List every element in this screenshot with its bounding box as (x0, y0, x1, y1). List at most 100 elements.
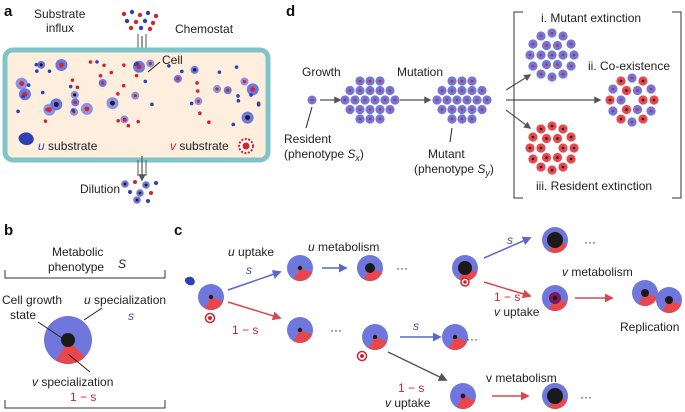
resident-cell (646, 106, 656, 116)
v-spec-pointer (67, 353, 91, 373)
one-minus-s-bottom: 1 − s (398, 381, 424, 395)
mutant-cell (649, 95, 659, 105)
dilution-cell (142, 181, 150, 189)
resident-cell (345, 85, 355, 96)
u-substrate-dot (95, 60, 99, 64)
mutant-cell (541, 133, 552, 144)
cell-growth-label-1: Cell growth (2, 293, 62, 307)
resident-cell (558, 50, 568, 60)
cell-core (378, 108, 382, 111)
cell-core (641, 98, 645, 102)
upper-right-v-arrow (483, 281, 532, 299)
cell-core (358, 89, 362, 92)
u-substrate-dot (124, 18, 130, 24)
resident-pointer (305, 106, 313, 129)
cell-core (465, 98, 469, 102)
resident-cell (482, 95, 492, 105)
cell-core (136, 64, 142, 70)
u-substrate-dot (145, 10, 151, 16)
cell-core (176, 77, 180, 81)
u-substrate-dot (128, 190, 132, 194)
resident-cell (472, 95, 482, 105)
chemostat-cell (50, 98, 63, 111)
resident-cell (375, 76, 385, 86)
substrate-influx-label-1: Substrate (34, 7, 86, 21)
cell-core (378, 89, 382, 92)
cell-core (630, 120, 634, 124)
u-substrate-text: substrate (45, 139, 98, 153)
chemostat-cell (173, 74, 182, 83)
v-metabolism-top-label: v metabolism (562, 265, 633, 279)
u-metabolism-label: u metabolism (308, 240, 379, 254)
outcome-arrow-3 (505, 109, 532, 129)
mutant-label-2: (phenotype Sy) (414, 162, 494, 178)
resident-cell (432, 95, 442, 105)
u-metabolism-cell (357, 255, 383, 281)
resident-cell (380, 95, 390, 105)
cell-core (73, 93, 77, 97)
resident-subscript: x (354, 153, 360, 163)
mutant-phenotype-text: (phenotype (414, 162, 477, 176)
resident-cell (552, 40, 563, 51)
cell-core (450, 117, 454, 121)
u-substrate-dot (249, 93, 253, 97)
resident-cell (355, 114, 365, 124)
cell-core (480, 89, 484, 92)
v-spec-symbol: v (32, 375, 39, 389)
cell-core (470, 117, 474, 121)
panel-b-top-bracket (4, 270, 166, 279)
cell-core (531, 42, 535, 46)
outcome-mutant-extinction: i. Mutant extinction (541, 11, 641, 25)
cell-core (561, 127, 565, 131)
u-substrate-dot (16, 109, 20, 114)
mutant-cell (558, 143, 568, 153)
cell-core (625, 108, 628, 111)
cell-core (569, 42, 573, 46)
u-substrate-dot (236, 98, 241, 103)
chemostat-cell (194, 97, 203, 106)
panel-letter-b: b (4, 222, 13, 239)
outcome-bracket-left (513, 11, 523, 199)
chemostat-cell (18, 88, 31, 101)
cell-core (572, 53, 576, 57)
v-substrate-particle-core (208, 316, 212, 320)
v-uptake-arrow-left (227, 301, 282, 321)
mutant-cell (621, 85, 632, 96)
cell-core (368, 117, 372, 121)
cell-nucleus (552, 237, 558, 243)
u-uptake-text: uptake (235, 245, 275, 259)
panel-c: c u uptake s 1 − s u metabolism ··· ··· … (174, 222, 682, 410)
cell-nucleus (666, 297, 672, 303)
outcome-resident-extinction: iii. Resident extinction (536, 179, 652, 193)
v-metabolism-bottom-label: v metabolism (486, 371, 557, 385)
cell-core (641, 117, 645, 121)
cell-core (556, 156, 559, 159)
resident-cell (457, 76, 467, 86)
dilution-cell (136, 189, 144, 197)
cell-core (569, 157, 573, 161)
cell-core (250, 86, 256, 92)
chemostat-cell (241, 111, 254, 124)
resident-cell (525, 50, 535, 60)
u-substrate-dot (217, 70, 222, 74)
red-wedge (293, 330, 313, 343)
cell-core (619, 117, 623, 121)
cell-core (531, 135, 535, 139)
resident-cell (340, 95, 350, 105)
cell-core (470, 108, 474, 111)
mutant-cell (525, 143, 535, 153)
cell-core (556, 63, 559, 66)
u-substrate-dot (34, 62, 39, 67)
cell-core (539, 127, 543, 131)
v-substrate-dot (149, 191, 153, 195)
cell-core (550, 75, 554, 79)
cell-core (470, 79, 474, 83)
chemostat-cell (80, 102, 93, 115)
mutant-cell (566, 132, 576, 142)
resident-label-2: (phenotype Sx) (284, 147, 364, 163)
cell-core (528, 146, 532, 150)
cell-label: Cell (162, 53, 183, 67)
cell-core (625, 89, 628, 92)
v-substrate-particle-core (360, 354, 364, 358)
ellipsis-4: ··· (466, 332, 478, 346)
